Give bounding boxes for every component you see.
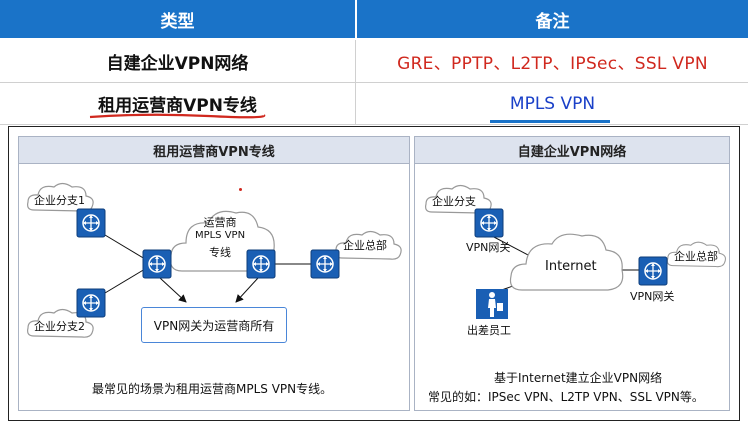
row-type-cell: 自建企业VPN网络 (0, 40, 356, 82)
router-icon (76, 208, 106, 238)
vpn-type-table: 类型 备注 自建企业VPN网络 GRE、PPTP、L2TP、IPSec、SSL … (0, 0, 748, 125)
panel-leased-line: 租用运营商VPN专线 (18, 136, 410, 411)
hq-label: 企业总部 (674, 250, 718, 263)
row-note-cell: GRE、PPTP、L2TP、IPSec、SSL VPN (397, 53, 708, 74)
internet-label: Internet (545, 259, 597, 274)
cloud-icon (27, 308, 94, 338)
table-row: 租用运营商VPN专线 MPLS VPN (0, 83, 748, 125)
branch1-label: 企业分支1 (34, 194, 85, 207)
branch-gateway-label: VPN网关 (466, 241, 511, 254)
hq-gateway-label: VPN网关 (630, 290, 675, 303)
router-icon (310, 249, 340, 279)
cloud-label-line3: 专线 (209, 246, 231, 259)
red-dot-mark (239, 188, 242, 191)
panel-title: 租用运营商VPN专线 (19, 137, 409, 164)
gateway-note-box: VPN网关为运营商所有 (141, 307, 287, 343)
panel-title: 自建企业VPN网络 (415, 137, 729, 164)
router-icon (638, 256, 668, 286)
table-row: 自建企业VPN网络 GRE、PPTP、L2TP、IPSec、SSL VPN (0, 40, 748, 83)
row-note-cell: MPLS VPN (509, 93, 596, 114)
router-icon (76, 288, 106, 318)
cloud-icon (27, 182, 94, 212)
branch2-label: 企业分支2 (34, 320, 85, 333)
cloud-label-line1: 运营商 (203, 216, 237, 229)
right-footer-line2: 常见的如：IPSec VPN、L2TP VPN、SSL VPN等。 (428, 390, 704, 404)
router-icon (246, 249, 276, 279)
branch-label: 企业分支 (432, 195, 476, 208)
red-underline-mark (89, 113, 266, 119)
hq-label: 企业总部 (343, 239, 387, 252)
header-type: 类型 (0, 0, 355, 38)
header-note: 备注 (357, 0, 748, 38)
row-type-cell: 租用运营商VPN专线 (0, 83, 356, 124)
cloud-icon (509, 233, 624, 291)
left-footer: 最常见的场景为租用运营商MPLS VPN专线。 (92, 382, 333, 396)
traveler-label: 出差员工 (467, 324, 511, 337)
blue-underline-mark (490, 120, 610, 123)
cloud-icon (666, 241, 726, 268)
traveler-icon (476, 289, 508, 319)
router-icon (142, 249, 172, 279)
right-footer-line1: 基于Internet建立企业VPN网络 (494, 371, 663, 385)
cloud-icon (335, 230, 402, 260)
router-icon (474, 208, 504, 238)
cloud-label-line2: MPLS VPN (194, 230, 246, 241)
